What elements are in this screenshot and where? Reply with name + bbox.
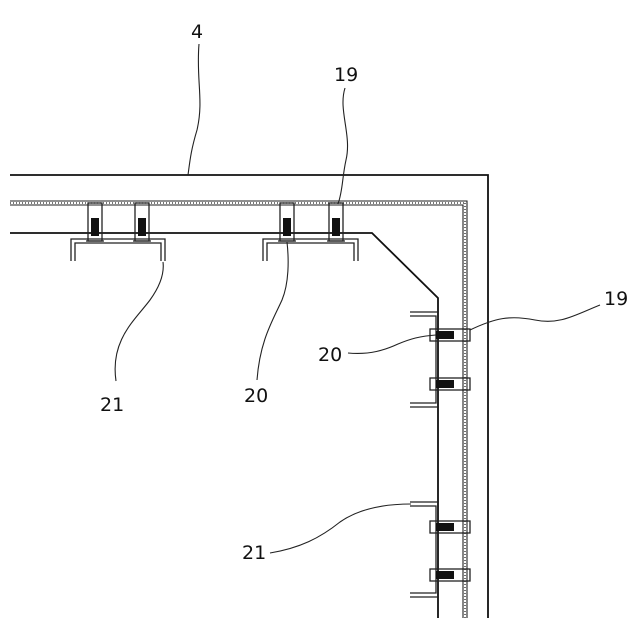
top-clip-2 bbox=[133, 203, 151, 241]
label-bracket-top: 20 bbox=[244, 385, 268, 407]
leader-bracket-top bbox=[257, 242, 288, 380]
top-clip-3 bbox=[278, 203, 296, 241]
label-bracket-side: 20 bbox=[318, 344, 342, 366]
top-clip-4 bbox=[327, 203, 345, 241]
top-rail-right bbox=[263, 239, 358, 261]
top-clip-1 bbox=[86, 203, 104, 241]
top-rail-left bbox=[71, 239, 165, 261]
side-rail-lower bbox=[410, 502, 438, 597]
leader-clip-top bbox=[338, 88, 348, 204]
side-rail-upper bbox=[410, 312, 438, 407]
label-wall: 4 bbox=[191, 21, 203, 43]
label-rail-top: 21 bbox=[100, 394, 124, 416]
inner-double-wall bbox=[10, 201, 467, 618]
label-clip-top: 19 bbox=[334, 64, 358, 86]
leader-wall bbox=[188, 44, 200, 175]
leader-rail-side bbox=[270, 504, 411, 553]
leader-clip-side bbox=[470, 305, 600, 330]
label-clip-side: 19 bbox=[604, 288, 628, 310]
form-plate bbox=[10, 233, 438, 618]
label-rail-side: 21 bbox=[242, 542, 266, 564]
leader-bracket-side bbox=[348, 335, 436, 353]
leader-rail-top bbox=[115, 262, 163, 381]
